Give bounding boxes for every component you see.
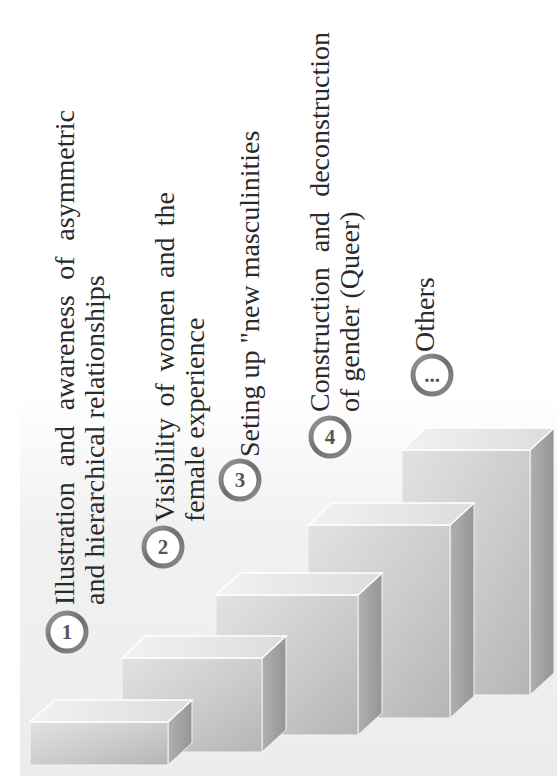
callout-number: 1: [45, 610, 89, 654]
block-front: [30, 722, 168, 765]
block-top: [402, 428, 554, 450]
step-label: Construction and deconstruction of gende…: [305, 32, 365, 412]
step-block: [30, 700, 192, 765]
callout-number: 3: [218, 458, 262, 502]
step-label: Illustration and awareness of asymmetric…: [50, 110, 110, 605]
block-top: [122, 636, 286, 658]
number-circle: 1Illustration and awareness of asymmetri…: [45, 610, 89, 654]
block-side: [450, 503, 474, 718]
callout-number: 4: [308, 415, 352, 459]
number-circle: 3Seting up "new masculinities: [218, 458, 262, 502]
step-label: Others: [410, 212, 440, 352]
block-top: [216, 573, 382, 595]
callout-number: 2: [141, 525, 185, 569]
number-circle: ...Others: [410, 353, 454, 397]
number-circle: 2Visibility of women and the female expe…: [141, 525, 185, 569]
block-side: [530, 428, 554, 695]
callout-number: ...: [410, 353, 454, 397]
block-side: [358, 573, 382, 735]
block-top: [30, 700, 192, 722]
block-top: [308, 503, 474, 525]
step-label: Seting up "new masculinities: [235, 77, 265, 457]
number-circle: 4Construction and deconstruction of gend…: [308, 415, 352, 459]
step-label: Visibility of women and the female exper…: [150, 192, 210, 522]
